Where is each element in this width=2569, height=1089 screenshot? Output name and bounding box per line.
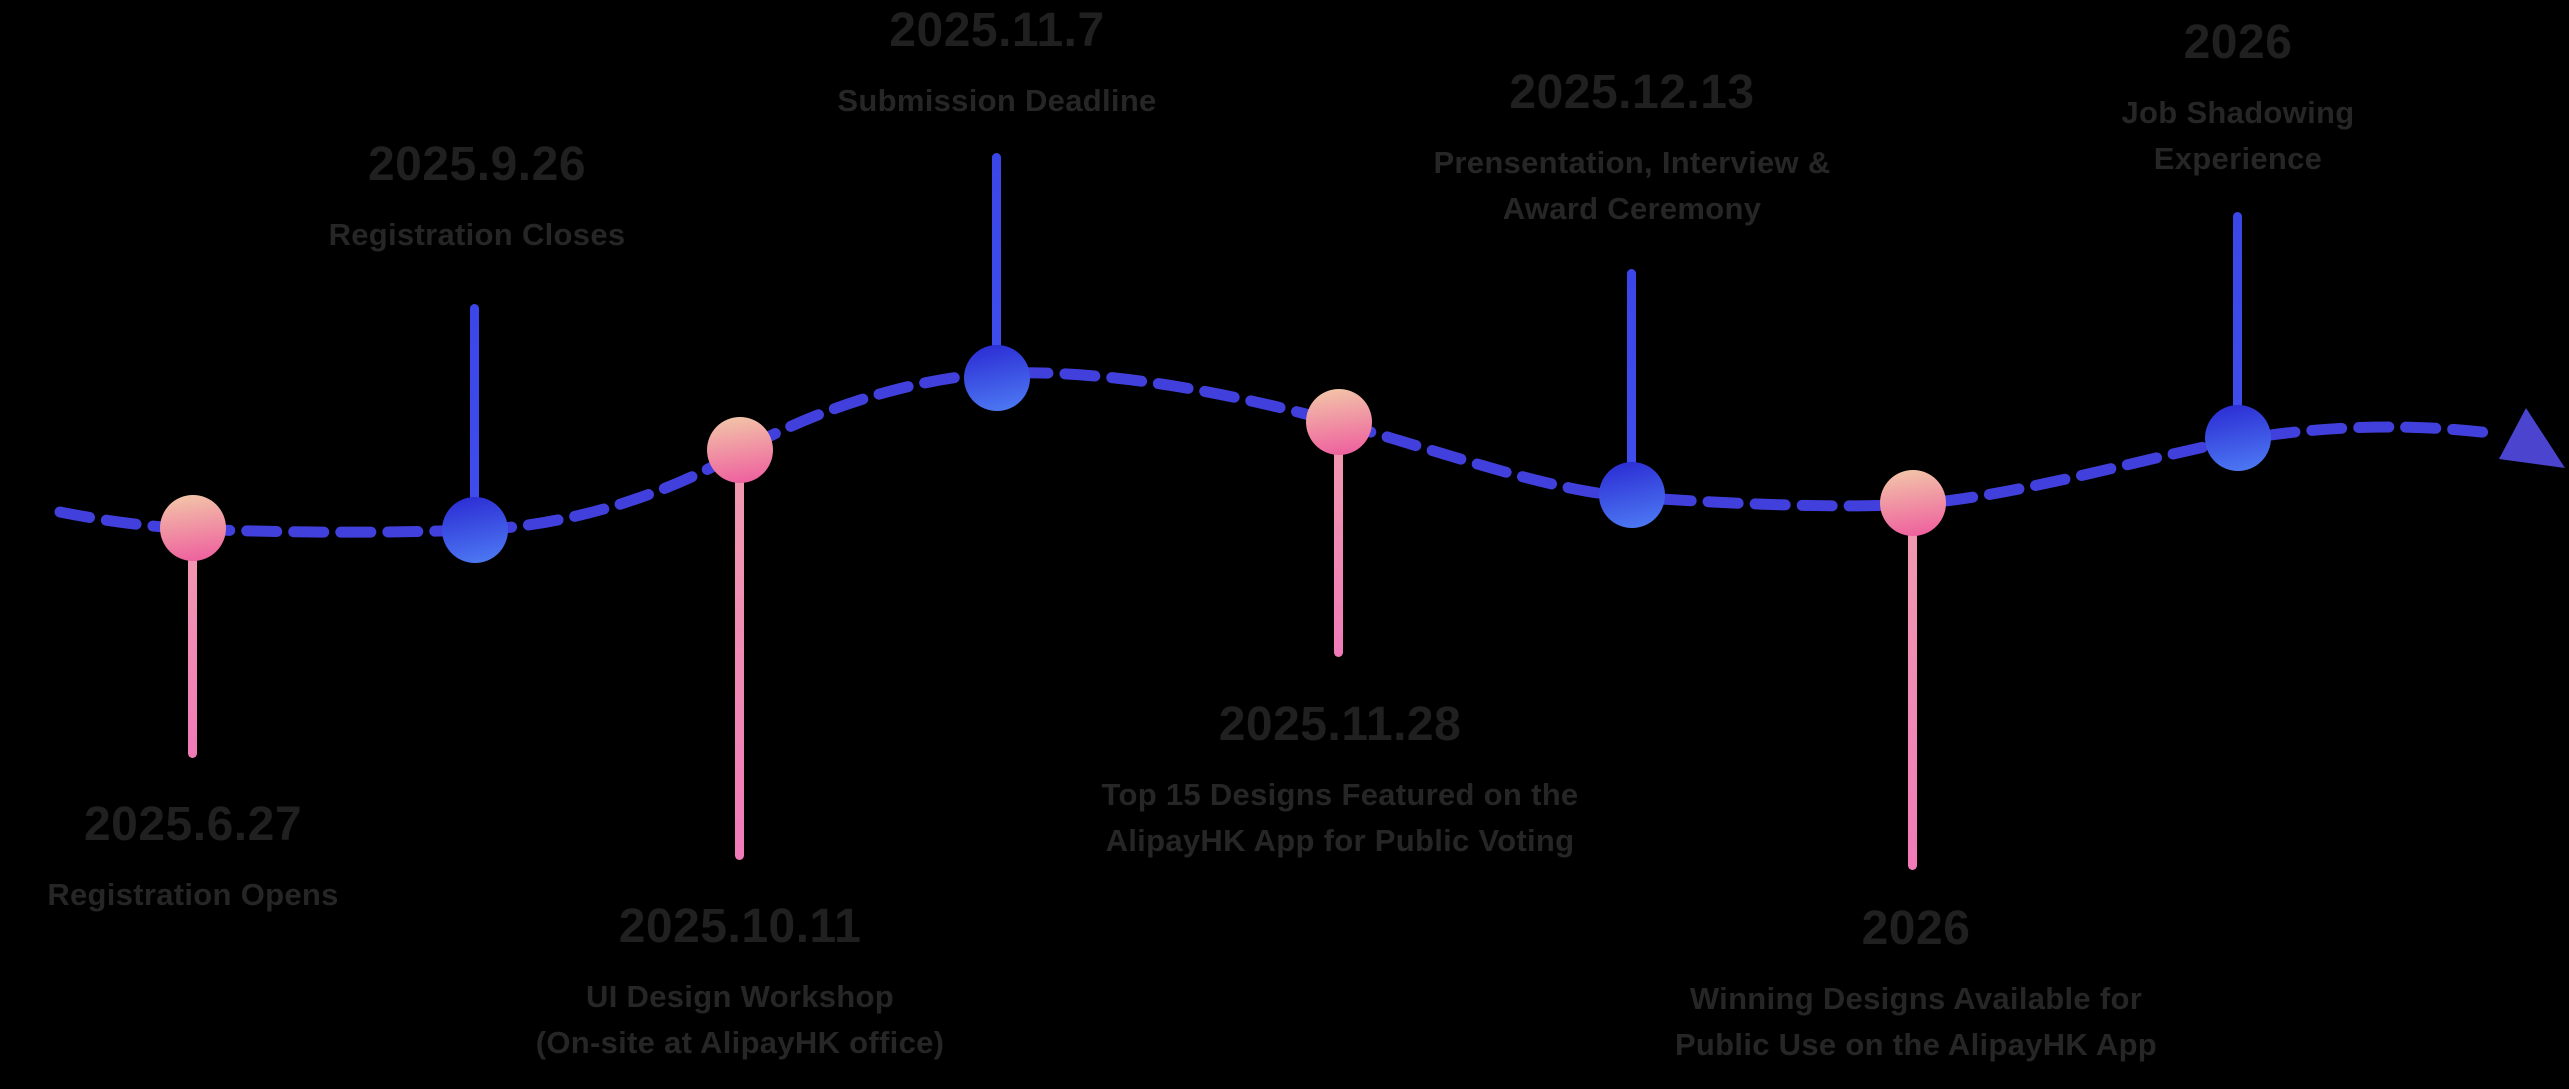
description-line: Prensentation, Interview & [1433,145,1831,180]
timeline-arrow-icon [2499,408,2565,468]
stem-job-shadowing [2233,212,2242,438]
milestone-date: 2025.12.13 [1509,66,1755,119]
milestone-date: 2025.11.28 [1218,698,1462,751]
stem-registration-closes [470,304,479,530]
description-line: Submission Deadline [837,83,1157,118]
dot-winning-designs [1880,470,1946,536]
milestone-label-award-ceremony: 2025.12.13 Prensentation, Interview & Aw… [1272,64,1992,232]
description-line: Top 15 Designs Featured on the [1101,777,1579,812]
dot-award-ceremony [1599,462,1665,528]
description-line: Public Use on the AlipayHK App [1674,1027,2158,1062]
milestone-label-submission-deadline: 2025.11.7 Submission Deadline [637,2,1357,124]
milestone-description: UI Design Workshop (On-site at AlipayHK … [380,974,1100,1066]
stem-ui-design-workshop [735,450,744,860]
milestone-date: 2025.11.7 [889,4,1105,57]
milestone-date: 2025.10.11 [618,900,862,953]
description-line: AlipayHK App for Public Voting [1105,823,1575,858]
stem-registration-opens [188,528,197,758]
dot-public-voting [1306,389,1372,455]
milestone-description: Job Shadowing Experience [1878,90,2569,182]
milestone-label-registration-closes: 2025.9.26 Registration Closes [117,136,837,258]
milestone-date: 2026 [2183,16,2293,69]
description-line: UI Design Workshop [586,979,894,1014]
stem-award-ceremony [1627,269,1636,495]
description-line: (On-site at AlipayHK office) [535,1025,945,1060]
milestone-label-job-shadowing: 2026 Job Shadowing Experience [1878,14,2569,182]
description-line: Registration Closes [328,217,626,252]
milestone-date: 2026 [1861,902,1971,955]
dot-submission-deadline [964,345,1030,411]
description-line: Award Ceremony [1502,191,1762,226]
milestone-label-ui-design-workshop: 2025.10.11 UI Design Workshop (On-site a… [380,898,1100,1066]
description-line: Registration Opens [47,877,339,912]
dot-registration-opens [160,495,226,561]
stem-submission-deadline [992,153,1001,378]
milestone-description: Registration Opens [0,872,553,918]
milestone-label-winning-designs: 2026 Winning Designs Available for Publi… [1556,900,2276,1068]
milestone-date: 2025.6.27 [83,798,303,851]
dot-registration-closes [442,497,508,563]
milestone-label-registration-opens: 2025.6.27 Registration Opens [0,796,553,918]
milestone-date: 2025.9.26 [367,138,587,191]
timeline-dash-path [54,367,2504,538]
description-line: Winning Designs Available for [1689,981,2143,1016]
dot-ui-design-workshop [707,417,773,483]
milestone-description: Submission Deadline [637,78,1357,124]
milestone-label-public-voting: 2025.11.28 Top 15 Designs Featured on th… [980,696,1700,864]
milestone-description: Prensentation, Interview & Award Ceremon… [1272,140,1992,232]
dot-job-shadowing [2205,405,2271,471]
stem-public-voting [1334,422,1343,657]
milestone-description: Top 15 Designs Featured on the AlipayHK … [980,772,1700,864]
milestone-description: Winning Designs Available for Public Use… [1556,976,2276,1068]
milestone-description: Registration Closes [117,212,837,258]
description-line: Experience [2153,141,2323,176]
description-line: Job Shadowing [2121,95,2355,130]
stem-winning-designs [1908,503,1917,870]
